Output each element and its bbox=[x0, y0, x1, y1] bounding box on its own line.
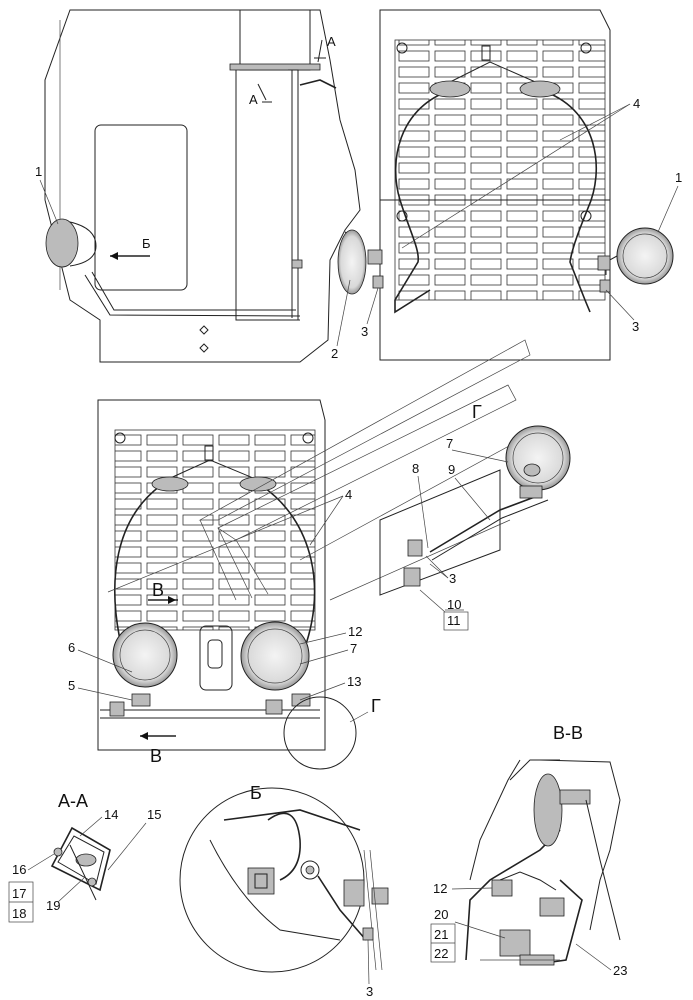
label-10: 10 bbox=[447, 597, 461, 612]
title-section-aa: А-А bbox=[58, 791, 88, 811]
view-b bbox=[179, 787, 389, 973]
detail-g-circle bbox=[283, 696, 357, 770]
label-13: 13 bbox=[347, 674, 361, 689]
label-19: 19 bbox=[46, 898, 60, 913]
label-11: 11 bbox=[447, 613, 461, 628]
label-1-right: 1 bbox=[675, 170, 682, 185]
detail-g bbox=[198, 339, 571, 601]
label-3-detail: 3 bbox=[449, 571, 456, 586]
section-aa bbox=[50, 826, 111, 901]
section-vv bbox=[465, 759, 621, 966]
marker-a-top: А bbox=[327, 34, 336, 49]
marker-g-circle: Г bbox=[371, 696, 381, 716]
label-7-detail: 7 bbox=[446, 436, 453, 451]
title-view-b: Б bbox=[250, 783, 262, 803]
marker-v-top: В bbox=[152, 580, 164, 600]
label-9: 9 bbox=[448, 462, 455, 477]
label-21: 21 bbox=[434, 927, 448, 942]
marker-a-mid: А bbox=[249, 92, 258, 107]
label-23: 23 bbox=[613, 963, 627, 978]
label-20: 20 bbox=[434, 907, 448, 922]
label-7-mid: 7 bbox=[350, 641, 357, 656]
label-3-left: 3 bbox=[361, 324, 368, 339]
label-18: 18 bbox=[12, 906, 26, 921]
label-5: 5 bbox=[68, 678, 75, 693]
label-8: 8 bbox=[412, 461, 419, 476]
title-detail-g: Г bbox=[472, 402, 482, 422]
title-section-vv: В-В bbox=[553, 723, 583, 743]
label-4-top: 4 bbox=[633, 96, 640, 111]
label-2: 2 bbox=[331, 346, 338, 361]
label-22: 22 bbox=[434, 946, 448, 961]
label-14: 14 bbox=[104, 807, 118, 822]
front-view-mid bbox=[97, 399, 326, 751]
front-view-top bbox=[337, 9, 674, 361]
label-3-b: 3 bbox=[366, 984, 373, 999]
marker-b: Б bbox=[142, 236, 151, 251]
label-12-vv: 12 bbox=[433, 881, 447, 896]
label-1-left: 1 bbox=[35, 164, 42, 179]
label-6: 6 bbox=[68, 640, 75, 655]
boxed-label-frames bbox=[8, 611, 469, 963]
label-17: 17 bbox=[12, 886, 26, 901]
marker-v-bottom: В bbox=[150, 746, 162, 766]
label-16: 16 bbox=[12, 862, 26, 877]
label-12-mid: 12 bbox=[348, 624, 362, 639]
side-view bbox=[44, 9, 361, 363]
label-4-mid: 4 bbox=[345, 487, 352, 502]
label-15: 15 bbox=[147, 807, 161, 822]
label-3-right: 3 bbox=[632, 319, 639, 334]
